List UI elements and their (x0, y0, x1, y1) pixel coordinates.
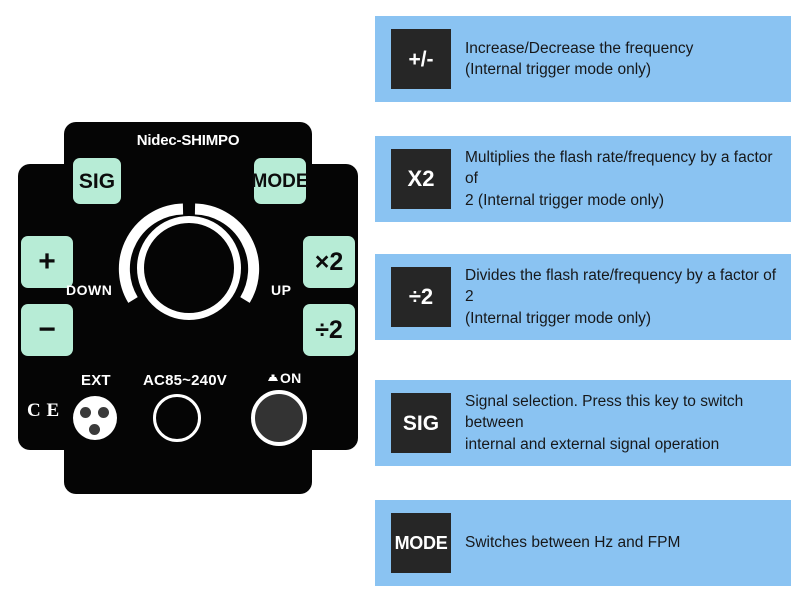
faceplate-notch-top-right (312, 122, 358, 164)
faceplate-notch-bottom-right (312, 452, 358, 494)
ac-input-label: AC85~240V (143, 372, 227, 389)
key-function-legend: +/- Increase/Decrease the frequency (Int… (375, 0, 800, 600)
legend-row: SIG Signal selection. Press this key to … (375, 380, 791, 466)
plus-minus-key-icon: +/- (391, 29, 451, 89)
power-on-label: ON (280, 370, 302, 386)
dial-arc-indicator-icon (118, 203, 260, 303)
ext-trigger-connector[interactable] (73, 396, 117, 440)
brand-label: Nidec-SHIMPO (136, 132, 240, 149)
ext-connector-pin (98, 407, 109, 418)
ext-connector-pin (89, 424, 100, 435)
ext-port-label: EXT (81, 372, 111, 389)
power-switch-icon (268, 374, 278, 381)
stroboscope-control-panel: Nidec-SHIMPO SIG MODE + − ×2 ÷2 DOWN UP … (18, 122, 358, 494)
mode-key-icon: MODE (391, 513, 451, 573)
sig-key[interactable]: SIG (73, 158, 121, 204)
ce-mark-label: C E (27, 400, 61, 421)
dial-up-label: UP (271, 282, 292, 298)
rotary-dial-assembly[interactable] (113, 192, 265, 344)
legend-row: MODE Switches between Hz and FPM (375, 500, 791, 586)
ac-power-socket[interactable] (153, 394, 201, 442)
legend-description: Increase/Decrease the frequency (Interna… (465, 39, 694, 78)
legend-description: Multiplies the flash rate/frequency by a… (465, 149, 773, 209)
decrease-key[interactable]: − (21, 304, 73, 356)
ext-connector-pin (80, 407, 91, 418)
multiply-two-key-icon: X2 (391, 149, 451, 209)
legend-description: Divides the flash rate/frequency by a fa… (465, 267, 777, 327)
legend-row: X2 Multiplies the flash rate/frequency b… (375, 136, 791, 222)
mode-key[interactable]: MODE (252, 158, 309, 204)
legend-row: ÷2 Divides the flash rate/frequency by a… (375, 254, 791, 340)
legend-row: +/- Increase/Decrease the frequency (Int… (375, 16, 791, 102)
power-on-button[interactable] (251, 390, 307, 446)
dial-down-label: DOWN (66, 282, 113, 298)
multiply-two-key[interactable]: ×2 (303, 236, 355, 288)
increase-key[interactable]: + (21, 236, 73, 288)
rotary-dial-knob[interactable] (137, 216, 241, 320)
legend-description: Switches between Hz and FPM (465, 534, 681, 552)
sig-key-icon: SIG (391, 393, 451, 453)
faceplate-notch-bottom-left (18, 452, 64, 494)
legend-description: Signal selection. Press this key to swit… (465, 393, 744, 453)
divide-two-key[interactable]: ÷2 (303, 304, 355, 356)
divide-two-key-icon: ÷2 (391, 267, 451, 327)
faceplate-surface: Nidec-SHIMPO SIG MODE + − ×2 ÷2 DOWN UP … (18, 122, 358, 494)
